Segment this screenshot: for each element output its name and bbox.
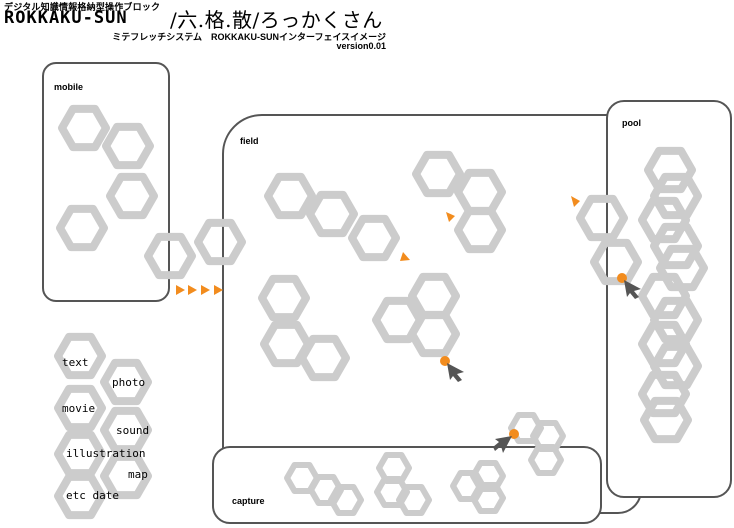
hex-block-icon[interactable]: [144, 232, 196, 280]
hex-block-icon[interactable]: [298, 334, 350, 382]
hex-block-icon[interactable]: [306, 190, 358, 238]
legend-photo: photo: [112, 376, 146, 389]
title-jp: /六.格.散/ろっかくさん: [170, 8, 383, 32]
capture-label: capture: [232, 496, 265, 506]
subtitle-jp: デジタル知識情報格納型操作ブロック: [4, 2, 161, 12]
pool-label: pool: [622, 118, 641, 128]
legend-illustration: illustration: [66, 447, 146, 460]
hex-block-icon[interactable]: [638, 370, 690, 418]
hex-block-icon[interactable]: [650, 342, 702, 390]
hex-block-icon[interactable]: [408, 310, 460, 358]
marker-triangle-icon: [400, 252, 410, 261]
flow-arrow-icon: [201, 285, 210, 295]
hex-block-icon[interactable]: [454, 206, 506, 254]
hex-block-icon[interactable]: [348, 214, 400, 262]
legend-etc-date: etc date: [66, 489, 119, 502]
hex-block-icon[interactable]: [638, 320, 690, 368]
hex-block-icon[interactable]: [100, 406, 152, 454]
flow-arrow-icon: [176, 285, 185, 295]
hex-block-icon[interactable]: [640, 396, 692, 444]
hex-block-icon[interactable]: [58, 104, 110, 152]
hex-block-icon[interactable]: [260, 320, 312, 368]
hex-block-icon[interactable]: [328, 484, 364, 516]
hex-block-icon[interactable]: [100, 452, 152, 500]
hex-block-icon[interactable]: [576, 194, 628, 242]
hex-block-icon[interactable]: [54, 332, 106, 380]
hex-block-icon[interactable]: [56, 204, 108, 252]
field-label: field: [240, 136, 259, 146]
legend-movie: movie: [62, 402, 96, 415]
hex-block-icon[interactable]: [54, 472, 106, 520]
cursor-arrow-icon: [447, 363, 464, 382]
system-line: ミテフレッチシステム ROKKAKU-SUNインターフェイスイメージ: [112, 32, 386, 42]
hex-block-icon[interactable]: [258, 274, 310, 322]
hex-block-icon[interactable]: [470, 482, 506, 514]
marker-triangle-icon: [446, 212, 455, 222]
hex-block-icon[interactable]: [396, 484, 432, 516]
hex-block-icon[interactable]: [102, 122, 154, 170]
hex-block-icon[interactable]: [264, 172, 316, 220]
marker-triangle-icon: [571, 196, 580, 207]
hex-block-icon[interactable]: [194, 218, 246, 266]
cursor-arrow-icon: [624, 280, 641, 299]
flow-arrow-icon: [188, 285, 197, 295]
hex-block-icon[interactable]: [638, 272, 690, 320]
legend-text: text: [62, 356, 89, 369]
cursor-arrow-icon: [493, 436, 512, 453]
hex-block-icon[interactable]: [106, 172, 158, 220]
legend-sound: sound: [116, 424, 150, 437]
hex-block-icon[interactable]: [590, 238, 642, 286]
hex-block-icon[interactable]: [638, 196, 690, 244]
hex-block-icon[interactable]: [656, 244, 708, 292]
version-label: version0.01: [336, 41, 386, 51]
mobile-label: mobile: [54, 82, 84, 92]
hex-block-icon[interactable]: [650, 222, 702, 270]
hex-block-icon[interactable]: [644, 146, 696, 194]
hex-block-icon[interactable]: [372, 296, 424, 344]
hex-block-icon[interactable]: [54, 384, 106, 432]
hex-block-icon[interactable]: [100, 358, 152, 406]
flow-arrow-icon: [214, 285, 223, 295]
hex-block-icon[interactable]: [412, 150, 464, 198]
logo: ROKKAKU-SUN: [4, 8, 128, 28]
hex-block-icon[interactable]: [528, 444, 564, 476]
legend-map: map: [128, 468, 148, 481]
